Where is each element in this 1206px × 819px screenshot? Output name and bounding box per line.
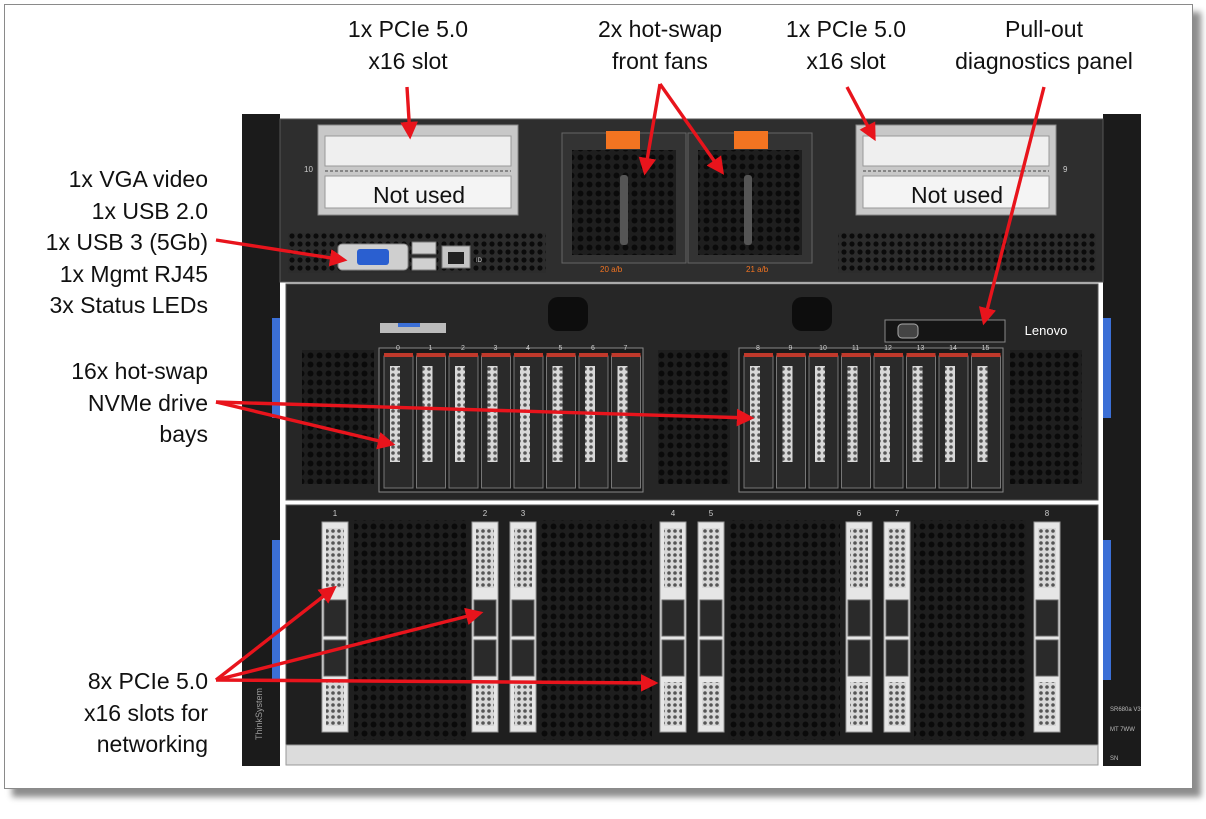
drive-bay-number: 10 — [819, 345, 827, 352]
drive-bay[interactable]: 14 — [938, 345, 969, 489]
slot-10-number: 10 — [304, 165, 313, 174]
pcie-network-slot[interactable]: 3 — [509, 509, 537, 733]
drive-bay[interactable]: 1 — [416, 345, 446, 489]
slot-9-number: 9 — [1063, 165, 1068, 174]
callout-drives: 16x hot-swap NVMe drive bays — [71, 358, 208, 447]
pcie-network-slot[interactable]: 2 — [471, 509, 499, 733]
arrow-pcie-right — [845, 86, 876, 142]
drive-bay[interactable]: 4 — [513, 345, 544, 489]
arrow-diagnostics — [978, 86, 1046, 326]
pcie-slot-number: 4 — [671, 509, 676, 518]
drive-bay[interactable]: 11 — [841, 345, 871, 489]
arrow-ports — [215, 238, 348, 267]
drive-bay[interactable]: 0 — [383, 345, 414, 489]
callout-fans: 2x hot-swap front fans — [597, 16, 722, 74]
drive-bay-number: 8 — [756, 345, 760, 352]
callout-arrows — [214, 83, 1046, 692]
drive-bay[interactable]: 3 — [481, 345, 511, 489]
pcie-slot-number: 2 — [483, 509, 488, 518]
callout-diagnostics: Pull-out diagnostics panel — [955, 16, 1133, 74]
drive-bay-number: 1 — [429, 345, 433, 352]
arrow-pcie-left — [400, 86, 418, 140]
fan-20-label: 20 a/b — [600, 265, 623, 274]
drive-bay[interactable]: 10 — [808, 345, 839, 489]
mt-label: MT 7WW — [1110, 727, 1135, 733]
lenovo-logo: Lenovo — [1025, 323, 1068, 338]
thinksystem-logo: ThinkSystem — [254, 688, 264, 740]
callout-networking: 8x PCIe 5.0 x16 slots for networking — [84, 668, 208, 757]
sn-label: SN — [1110, 756, 1118, 762]
pcie-network-slot[interactable]: 5 — [697, 509, 725, 733]
drive-bay-number: 15 — [982, 345, 990, 352]
front-fan-right[interactable] — [687, 131, 813, 264]
arrow-drives-right — [215, 400, 755, 427]
drive-bay[interactable]: 12 — [873, 345, 904, 489]
drive-bay[interactable]: 5 — [546, 345, 576, 489]
arrow-fan-right — [658, 83, 725, 175]
callout-pcie-right: 1x PCIe 5.0 x16 slot — [785, 16, 907, 74]
drive-bay[interactable]: 15 — [971, 345, 1001, 489]
pcie-network-slot[interactable]: 8 — [1033, 509, 1061, 733]
arrow-net-2 — [215, 607, 484, 682]
arrow-drives-left — [215, 400, 396, 450]
id-label: ID — [476, 258, 483, 264]
fan-21-label: 21 a/b — [746, 265, 769, 274]
drive-bay-number: 14 — [949, 345, 957, 352]
drive-bay-number: 12 — [884, 345, 892, 352]
drive-bay-number: 4 — [526, 345, 530, 352]
drive-bay-number: 13 — [917, 345, 925, 352]
drive-bay[interactable]: 13 — [906, 345, 936, 489]
pcie-slot-number: 8 — [1045, 509, 1050, 518]
pcie-slot-number: 6 — [857, 509, 862, 518]
pcie-network-slots: 1 2 3 4 5 6 7 8 — [321, 509, 1061, 733]
drive-bay[interactable]: 9 — [776, 345, 806, 489]
drive-bay-number: 3 — [494, 345, 498, 352]
drive-bay-number: 0 — [396, 345, 400, 352]
front-fan-left[interactable] — [561, 131, 687, 264]
callout-pcie-left: 1x PCIe 5.0 x16 slot — [347, 16, 469, 74]
drive-bay-number: 5 — [559, 345, 563, 352]
not-used-right-label: Not used — [911, 182, 1003, 208]
pcie-network-slot[interactable]: 7 — [883, 509, 911, 733]
callout-ports: 1x VGA video 1x USB 2.0 1x USB 3 (5Gb) 1… — [45, 166, 208, 318]
model-label: SR680a V3 — [1110, 707, 1141, 713]
drive-bay-number: 9 — [789, 345, 793, 352]
pcie-network-slot[interactable]: 4 — [659, 509, 687, 733]
pcie-network-slot[interactable]: 6 — [845, 509, 873, 733]
drive-bay[interactable]: 7 — [611, 345, 641, 489]
arrow-net-3 — [215, 674, 659, 692]
arrow-net-1 — [214, 585, 337, 682]
not-used-left-label: Not used — [373, 182, 465, 208]
drive-bay-number: 7 — [624, 345, 628, 352]
front-io-ports — [337, 241, 471, 271]
drive-bay-number: 6 — [591, 345, 595, 352]
drive-bay[interactable]: 2 — [448, 345, 479, 489]
pcie-slot-number: 1 — [333, 509, 338, 518]
pcie-network-slot[interactable]: 1 — [321, 509, 349, 733]
drive-bay[interactable]: 6 — [578, 345, 609, 489]
pcie-slot-number: 5 — [709, 509, 714, 518]
arrow-fan-left — [638, 83, 662, 176]
pcie-slot-number: 3 — [521, 509, 526, 518]
drive-bay-number: 2 — [461, 345, 465, 352]
pcie-slot-number: 7 — [895, 509, 900, 518]
drive-bay-number: 11 — [852, 345, 859, 352]
